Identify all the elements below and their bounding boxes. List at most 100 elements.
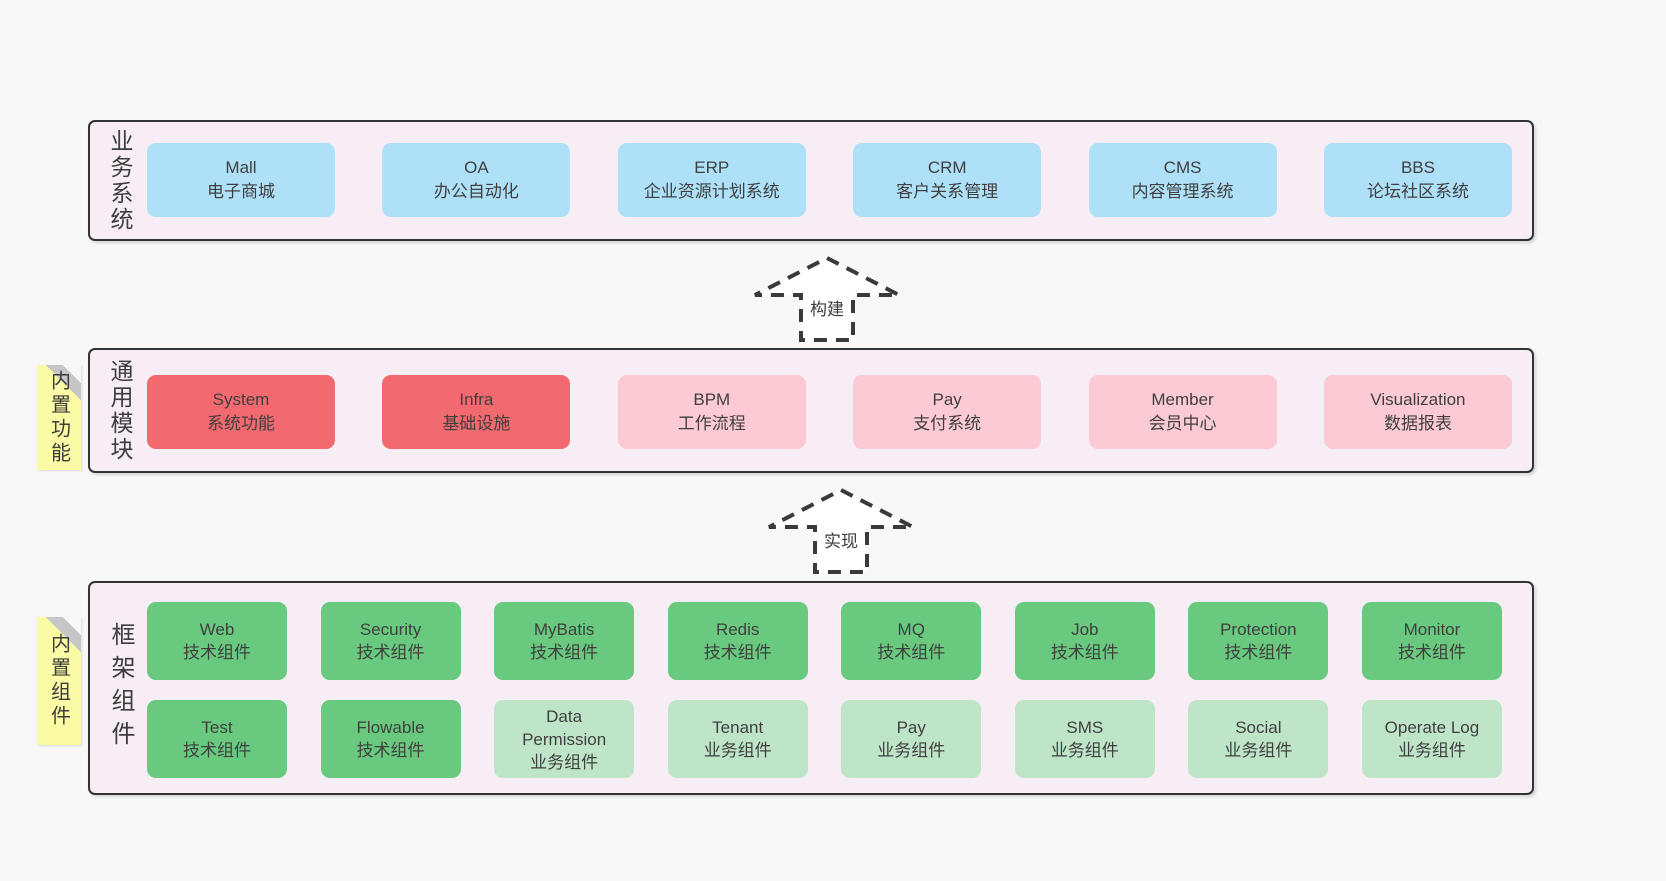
box-title: Member [1151,390,1214,409]
box-subtitle: 技术组件 [1224,643,1293,662]
box-subtitle: 技术组件 [877,643,946,662]
box-title: Mall [225,158,257,177]
box-title: ERP [694,158,730,177]
note-built-in-features-text: 内置功能 [47,369,70,466]
box-bbs: BBS 论坛社区系统 [1323,143,1512,217]
box-visualization: Visualization 数据报表 [1323,375,1512,449]
box-security: Security 技术组件 [320,602,461,680]
box-subtitle: 数据报表 [1383,414,1452,433]
box-subtitle: 工作流程 [677,414,746,433]
box-title: Visualization [1370,390,1466,409]
box-subtitle: 技术组件 [1050,643,1119,662]
box-crm: CRM 客户关系管理 [853,143,1042,217]
box-pay: Pay 支付系统 [853,375,1042,449]
box-title: MQ [897,620,925,639]
box-title: Test [201,718,233,737]
box-subtitle: 办公自动化 [433,182,519,201]
box-subtitle: 基础设施 [442,414,511,433]
box-protection: Protection 技术组件 [1188,602,1329,680]
box-subtitle: 业务组件 [1224,741,1293,760]
box-monitor: Monitor 技术组件 [1361,602,1502,680]
box-title: MyBatis [533,620,595,639]
note-built-in-features: 内置功能 [37,365,81,470]
box-subtitle: 论坛社区系统 [1366,182,1469,201]
box-subtitle: 技术组件 [356,741,425,760]
box-title: OA [464,158,489,177]
implement-arrow-label: 实现 [766,527,916,552]
box-title: CRM [927,158,967,177]
box-subtitle: 内容管理系统 [1131,182,1234,201]
box-sms: SMS 业务组件 [1014,700,1155,778]
business-systems-layer: 业务系统 Mall 电子商城 OA 办公自动化 ERP 企业资源计划系统 CRM 客户关系管理… [88,120,1534,241]
box-subtitle: 业务组件 [703,741,772,760]
box-web: Web 技术组件 [147,602,287,680]
layer-label-framework-components: 框架组件 [107,622,134,754]
box-subtitle: 技术组件 [530,643,599,662]
box-title: Social [1235,718,1282,737]
box-title: BPM [693,390,731,409]
box-redis: Redis 技术组件 [667,602,808,680]
box-title: System [212,390,270,409]
box-subtitle: 电子商城 [207,182,275,201]
box-social: Social 业务组件 [1188,700,1329,778]
box-title: Security [359,620,422,639]
box-subtitle: 支付系统 [913,414,982,433]
box-title: Pay [932,390,962,409]
box-subtitle: 业务组件 [530,752,599,772]
box-title: Operate Log [1384,718,1480,737]
box-title: Protection [1220,620,1297,639]
box-subtitle: 技术组件 [183,643,251,662]
box-title: Job [1071,620,1099,639]
box-mybatis: MyBatis 技术组件 [494,602,635,680]
box-infra: Infra 基础设施 [382,375,571,449]
box-mall: Mall 电子商城 [147,143,335,217]
note-built-in-components-text: 内置组件 [47,633,70,729]
box-subtitle: 企业资源计划系统 [643,182,780,201]
box-subtitle: 技术组件 [1397,643,1466,662]
box-subtitle: 技术组件 [356,643,425,662]
box-subtitle: 技术组件 [183,741,251,760]
box-subtitle: 业务组件 [877,741,946,760]
layer-label-common-modules: 通用模块 [107,358,133,463]
box-title: Web [199,620,235,639]
build-arrow-label-text: 构建 [807,299,847,320]
box-mq: MQ 技术组件 [841,602,982,680]
box-title: Redis [715,620,760,639]
box-flowable: Flowable 技术组件 [320,700,461,778]
box-subtitle: 业务组件 [1050,741,1119,760]
box-title: Tenant [712,718,764,737]
box-subtitle: 系统功能 [207,414,275,433]
box-job: Job 技术组件 [1014,602,1155,680]
box-title: Flowable [356,718,425,737]
build-arrow: 构建 [752,255,902,343]
box-title: Monitor [1403,620,1461,639]
box-test: Test 技术组件 [147,700,287,778]
common-modules-box-row: System 系统功能 Infra 基础设施 BPM 工作流程 Pay 支付系统 Member 会… [147,375,1512,449]
box-title: Infra [459,390,494,409]
box-pay: Pay 业务组件 [841,700,982,778]
box-operate-log: Operate Log 业务组件 [1361,700,1502,778]
box-erp: ERP 企业资源计划系统 [617,143,806,217]
box-system: System 系统功能 [147,375,335,449]
note-built-in-components: 内置组件 [37,617,81,745]
box-subtitle: 业务组件 [1397,741,1466,760]
box-subtitle: 客户关系管理 [896,182,999,201]
box-title: BBS [1400,158,1435,177]
implement-arrow-label-text: 实现 [821,531,861,552]
box-subtitle: 技术组件 [703,643,772,662]
box-title: Pay [896,718,926,737]
box-subtitle: 会员中心 [1148,414,1217,433]
box-tenant: Tenant 业务组件 [667,700,808,778]
build-arrow-label: 构建 [752,295,902,320]
box-oa: OA 办公自动化 [382,143,571,217]
box-title: SMS [1066,718,1104,737]
box-bpm: BPM 工作流程 [617,375,806,449]
layer-label-business-systems: 业务系统 [107,128,133,233]
